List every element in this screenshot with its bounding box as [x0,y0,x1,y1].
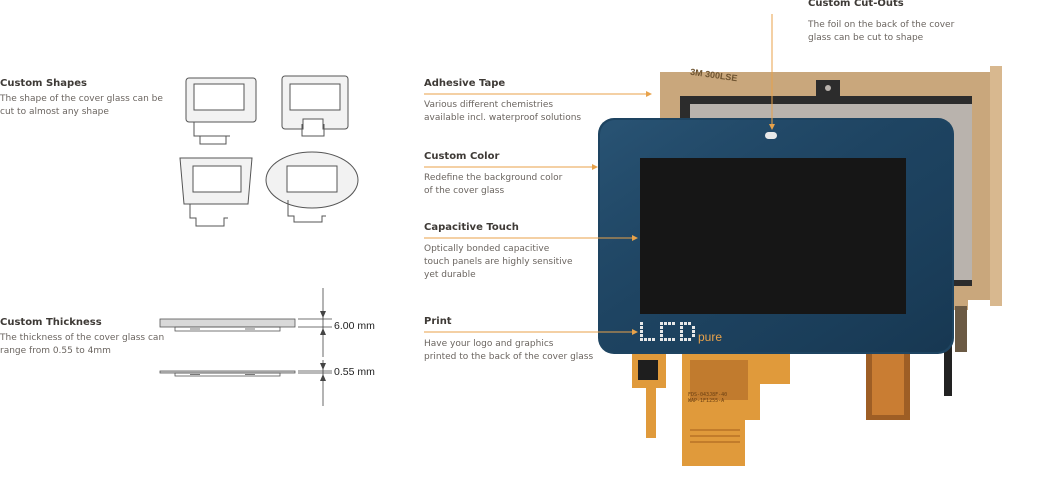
adhesive-tape-desc-line1: Various different chemistries [424,100,554,110]
shape-drawings [179,75,359,227]
custom-color-desc-line1: Redefine the background color [424,173,563,183]
leader-lines [424,14,773,333]
pcb-text-2: WAP-1F1255-A [688,398,725,404]
custom-color-title: Custom Color [424,151,500,162]
touch-controller-chip [638,360,658,380]
pcb-label: FDS-043J8F-40 WAP-1F1255-A [688,392,727,404]
leader-arrowheads [592,91,775,335]
custom-cutouts-desc-line1: The foil on the back of the cover [808,20,955,30]
shape-notched [281,75,349,137]
shape-oval [265,151,359,223]
tape-brand: 3M [689,66,704,79]
custom-thickness-desc-line2: range from 0.55 to 4mm [0,346,111,356]
thickness-drawings [159,288,332,406]
cover-glass-cutout [765,132,777,139]
adhesive-tape-title: Adhesive Tape [424,78,506,89]
print-desc-line1: Have your logo and graphics [424,339,554,349]
custom-color-desc: Redefine the background color of the cov… [424,172,562,198]
custom-shapes-desc-line1: The shape of the cover glass can be [0,94,163,104]
shape-trapezoid [179,157,253,227]
custom-shapes-desc-line2: cut to almost any shape [0,107,109,117]
thin-glass [159,370,296,377]
custom-thickness-desc-line1: The thickness of the cover glass can [0,333,165,343]
custom-thickness-title: Custom Thickness [0,317,102,328]
thick-glass [159,318,296,332]
custom-shapes-title: Custom Shapes [0,78,87,89]
custom-color-desc-line2: of the cover glass [424,186,505,196]
adhesive-tape-desc-line2: available incl. waterproof solutions [424,113,582,123]
capacitive-touch-desc-line3: yet durable [424,270,476,280]
custom-cutouts-desc-line2: glass can be cut to shape [808,33,924,43]
lcdpure-logo-dots [640,322,695,341]
custom-cutouts-title: Custom Cut-Outs [808,0,904,9]
custom-thickness-desc: The thickness of the cover glass can ran… [0,332,164,358]
pcb-text-1: FDS-043J8F-40 [688,392,728,398]
tape-strip [990,66,1002,306]
print-title: Print [424,316,452,327]
capacitive-touch-desc-line1: Optically bonded capacitive [424,244,550,254]
custom-cutouts-desc: The foil on the back of the cover glass … [808,19,954,45]
shape-rectangle [185,77,257,145]
print-desc-line2: printed to the back of the cover glass [424,352,594,362]
thickness-max-label: 6.00 mm [334,320,375,332]
print-desc: Have your logo and graphics printed to t… [424,338,593,364]
logo-pure-text: pure [698,330,723,344]
capacitive-touch-title: Capacitive Touch [424,222,519,233]
display-area [640,158,906,314]
adhesive-tape-desc: Various different chemistries available … [424,99,581,125]
display-module [598,66,1002,466]
dimension-arrows [320,311,326,381]
capacitive-touch-desc: Optically bonded capacitive touch panels… [424,243,573,282]
thickness-min-label: 0.55 mm [334,366,375,378]
custom-shapes-desc: The shape of the cover glass can be cut … [0,93,163,119]
capacitive-touch-desc-line2: touch panels are highly sensitive [424,257,573,267]
dimension-lines [298,288,332,406]
